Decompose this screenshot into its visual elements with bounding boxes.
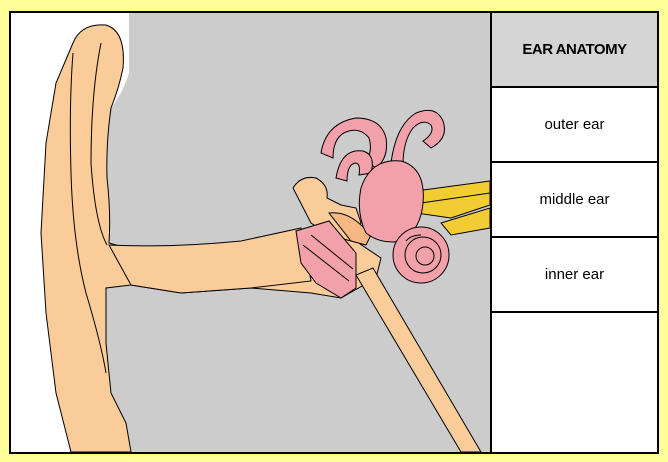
nav-outer-ear[interactable]: outer ear (492, 88, 657, 163)
ear-anatomy-illustration (11, 13, 490, 452)
app-frame: EAR ANATOMY outer ear middle ear inner e… (9, 11, 659, 454)
sidebar-title: EAR ANATOMY (492, 13, 657, 88)
navigation-sidebar: EAR ANATOMY outer ear middle ear inner e… (490, 13, 657, 452)
nav-inner-ear[interactable]: inner ear (492, 238, 657, 313)
nav-middle-ear[interactable]: middle ear (492, 163, 657, 238)
